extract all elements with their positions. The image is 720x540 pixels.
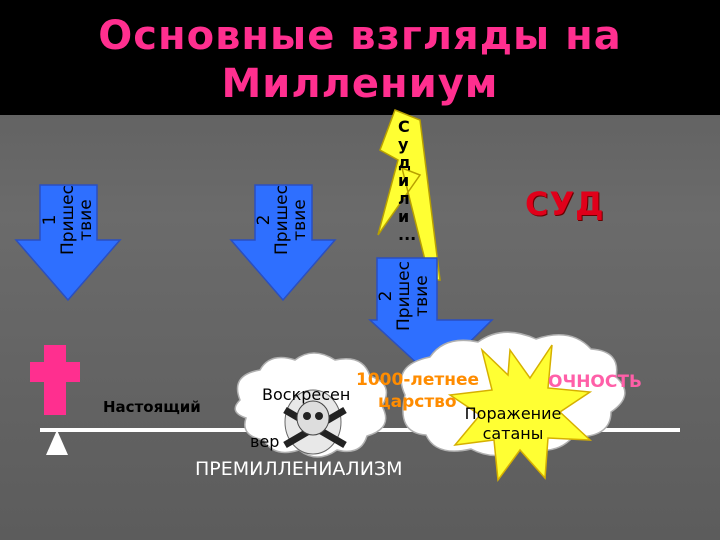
satan-defeat-burst bbox=[447, 344, 593, 483]
eternity-label: ОЧНОСТЬ bbox=[548, 372, 642, 392]
premillennialism-label: ПРЕМИЛЛЕНИАЛИЗМ bbox=[195, 458, 403, 480]
thousand-years-label: 1000-летнее bbox=[356, 370, 480, 390]
second-coming-arrow-a bbox=[229, 184, 337, 302]
timeline-marker-icon bbox=[46, 430, 68, 455]
judgment-vertical-text: С у д и л и ... bbox=[398, 117, 417, 244]
second-coming-label-b: 2 Пришес твие bbox=[376, 261, 432, 331]
present-label: Настоящий bbox=[103, 398, 201, 416]
judgment-lightning-icon bbox=[377, 109, 441, 281]
skull-icon bbox=[283, 389, 347, 455]
believers-label: вер bbox=[250, 432, 280, 451]
resurrection-label: Воскресен bbox=[262, 385, 351, 404]
first-coming-label: 1 Пришес твие bbox=[40, 185, 96, 255]
cross-icon bbox=[30, 345, 80, 415]
first-coming-arrow bbox=[14, 184, 122, 302]
second-coming-label-a: 2 Пришес твие bbox=[254, 185, 310, 255]
title-bar bbox=[0, 0, 720, 115]
court-label: СУД bbox=[525, 185, 605, 223]
kingdom-label: царство bbox=[378, 392, 457, 412]
satan-defeat-label: Поражение сатаны bbox=[464, 404, 562, 443]
slide-title: Основные взгляды на Миллениум bbox=[98, 13, 622, 107]
